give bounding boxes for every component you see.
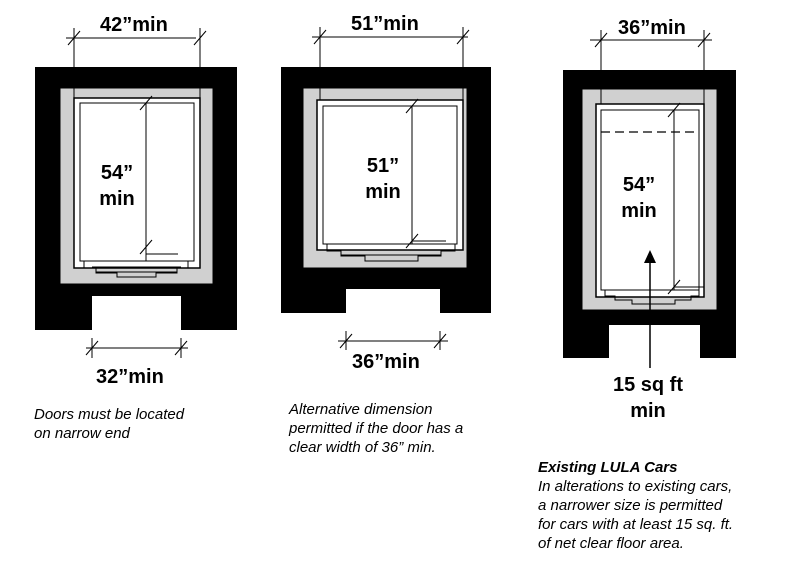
area-label-3: 15 sq ft min — [598, 372, 698, 424]
depth-label-2-value: 51” — [366, 155, 400, 177]
car-floor-inner-1 — [79, 102, 195, 262]
caption-3-line-1: In alterations to existing cars, — [538, 478, 733, 495]
caption-2: Alternative dimension permitted if the d… — [289, 400, 519, 457]
hoistway-door-1 — [92, 283, 181, 295]
door-opening-2 — [346, 289, 440, 333]
area-label-3-unit: min — [630, 400, 666, 422]
car-door-2 — [326, 244, 456, 262]
caption-3: Existing LULA Cars In alterations to exi… — [538, 458, 788, 553]
area-arrow-3 — [644, 250, 656, 263]
door-label-2: 36”min — [349, 351, 423, 373]
caption-2-line-2: permitted if the door has a — [289, 420, 464, 437]
car-door-threshold-2 — [338, 249, 448, 256]
caption-1-line-2: on narrow end — [34, 425, 130, 442]
width-label-2: 51”min — [348, 13, 422, 35]
width-label-3: 36”min — [615, 17, 689, 39]
caption-2-line-3: clear width of 36” min. — [289, 439, 436, 456]
car-door-3 — [604, 290, 700, 305]
door-opening-1 — [92, 296, 181, 338]
door-label-1: 32”min — [93, 366, 167, 388]
caption-3-title: Existing LULA Cars — [538, 459, 678, 476]
caption-1: Doors must be located on narrow end — [34, 405, 234, 443]
depth-label-3-unit: min — [621, 200, 657, 222]
depth-label-2-unit: min — [365, 181, 401, 203]
caption-1-line-1: Doors must be located — [34, 406, 185, 423]
caption-2-line-1: Alternative dimension — [289, 401, 433, 418]
caption-3-line-4: of net clear floor area. — [538, 535, 684, 552]
door-opening-3 — [609, 325, 700, 358]
depth-label-1-unit: min — [99, 188, 135, 210]
depth-label-1: 54” min — [94, 160, 140, 212]
depth-label-1-value: 54” — [100, 162, 134, 184]
depth-label-3: 54” min — [617, 172, 661, 224]
area-label-3-value: 15 sq ft — [612, 374, 684, 396]
depth-label-2: 51” min — [360, 153, 406, 205]
depth-label-3-value: 54” — [622, 174, 656, 196]
hoistway-door-3 — [609, 310, 700, 324]
car-door-1 — [83, 261, 189, 278]
car-door-threshold-1 — [92, 266, 181, 273]
caption-3-line-3: for cars with at least 15 sq. ft. — [538, 516, 734, 533]
width-label-1: 42”min — [97, 14, 171, 36]
car-floor-inner-2 — [322, 105, 458, 245]
caption-3-line-2: a narrower size is permitted — [538, 497, 723, 514]
hoistway-door-2 — [346, 273, 440, 288]
